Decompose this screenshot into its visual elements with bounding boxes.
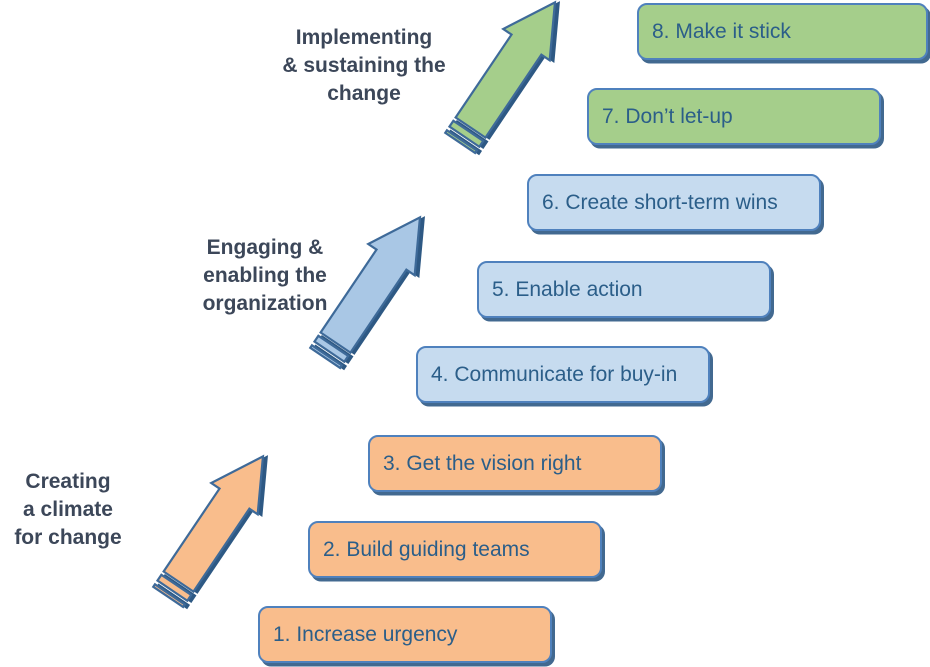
step-label: 1. Increase urgency xyxy=(273,622,458,646)
stage-label-line: & sustaining the xyxy=(282,54,446,77)
stage-label-line: for change xyxy=(14,526,122,549)
stage-label-line: a climate xyxy=(23,498,113,521)
step-box-6: 6. Create short-term wins xyxy=(527,174,821,231)
climate-striped-arrow-icon xyxy=(144,438,288,613)
step-label: 6. Create short-term wins xyxy=(542,190,778,214)
stage-label-line: enabling the xyxy=(203,264,327,287)
step-box-7: 7. Don’t let-up xyxy=(587,88,881,145)
stage-label-line: Creating xyxy=(25,470,111,493)
step-box-3: 3. Get the vision right xyxy=(368,435,662,492)
step-label: 3. Get the vision right xyxy=(383,451,582,475)
stage-label-line: change xyxy=(327,82,401,105)
step-label: 5. Enable action xyxy=(492,277,643,301)
engaging-striped-arrow-icon xyxy=(301,199,445,374)
stage-label-implementing: Implementing & sustaining the change xyxy=(274,24,454,108)
stage-label-line: organization xyxy=(202,292,328,315)
stage-label-line: Engaging & xyxy=(206,236,324,259)
step-label: 4. Communicate for buy-in xyxy=(431,362,678,386)
implementing-striped-arrow-icon xyxy=(436,0,580,160)
stage-label-climate: Creating a climate for change xyxy=(0,468,142,552)
step-box-4: 4. Communicate for buy-in xyxy=(416,346,710,403)
step-label: 8. Make it stick xyxy=(652,19,791,43)
step-box-8: 8. Make it stick xyxy=(637,3,928,60)
stage-label-engaging: Engaging & enabling the organization xyxy=(175,234,355,318)
step-box-5: 5. Enable action xyxy=(477,261,771,318)
step-box-1: 1. Increase urgency xyxy=(258,606,552,663)
step-box-2: 2. Build guiding teams xyxy=(308,521,602,578)
stage-label-line: Implementing xyxy=(295,26,433,49)
step-label: 7. Don’t let-up xyxy=(602,104,733,128)
step-label: 2. Build guiding teams xyxy=(323,537,530,561)
